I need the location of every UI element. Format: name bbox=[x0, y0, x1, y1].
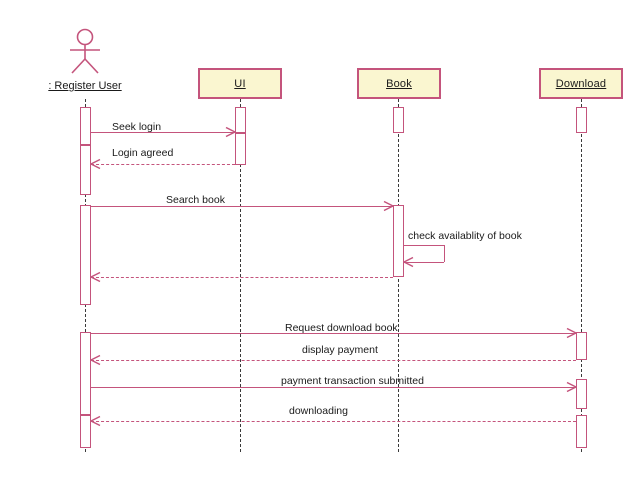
participant-label-download: Download bbox=[555, 77, 607, 90]
activation-bar-download[interactable] bbox=[575, 107, 587, 133]
actor-label: : Register User bbox=[48, 80, 122, 92]
message-line-request-download-book[interactable] bbox=[90, 333, 576, 334]
participant-label-book: Book bbox=[386, 77, 412, 90]
message-line-search-book-return[interactable] bbox=[90, 277, 393, 278]
activation-bar-download[interactable] bbox=[575, 379, 587, 409]
actor-leg-left bbox=[71, 58, 86, 74]
participant-box-book[interactable]: Book bbox=[357, 68, 441, 99]
self-message-side-check-availability bbox=[443, 245, 445, 262]
activation-bar-download[interactable] bbox=[575, 332, 587, 360]
message-label-payment-transaction: payment transaction submitted bbox=[281, 375, 424, 387]
activation-bar-ui[interactable] bbox=[234, 107, 246, 133]
activation-bar-actor[interactable] bbox=[79, 205, 91, 305]
activation-bar-ui[interactable] bbox=[234, 133, 246, 165]
message-label-display-payment: display payment bbox=[302, 344, 378, 356]
message-label-request-download-book: Request download book bbox=[285, 322, 398, 334]
download-lifeline bbox=[581, 99, 582, 452]
self-message-top-check-availability bbox=[403, 245, 444, 246]
message-label-seek-login: Seek login bbox=[112, 121, 162, 133]
activation-bar-book[interactable] bbox=[392, 205, 404, 277]
activation-bar-actor[interactable] bbox=[79, 332, 91, 415]
message-line-login-agreed[interactable] bbox=[90, 164, 235, 165]
message-label-search-book: Search book bbox=[166, 194, 225, 206]
self-message-label-check-availability: check availablity of book bbox=[408, 230, 522, 242]
message-label-login-agreed: Login agreed bbox=[112, 147, 174, 159]
ui-lifeline bbox=[240, 99, 241, 452]
actor-leg-right bbox=[84, 58, 99, 74]
message-label-downloading: downloading bbox=[289, 405, 348, 417]
activation-bar-book[interactable] bbox=[392, 107, 404, 133]
message-line-seek-login[interactable] bbox=[90, 132, 235, 133]
actor-head bbox=[76, 28, 94, 46]
participant-label-ui: UI bbox=[234, 77, 246, 90]
message-line-downloading[interactable] bbox=[90, 421, 576, 422]
participant-box-download[interactable]: Download bbox=[539, 68, 623, 99]
self-message-bottom-check-availability[interactable] bbox=[403, 262, 444, 263]
activation-bar-actor[interactable] bbox=[79, 145, 91, 195]
activation-bar-actor[interactable] bbox=[79, 415, 91, 448]
actor-figure bbox=[63, 28, 107, 74]
activation-bar-actor[interactable] bbox=[79, 107, 91, 145]
message-line-payment-transaction[interactable] bbox=[90, 387, 576, 388]
message-line-display-payment[interactable] bbox=[90, 360, 576, 361]
message-line-search-book[interactable] bbox=[90, 206, 393, 207]
activation-bar-download[interactable] bbox=[575, 415, 587, 448]
participant-box-ui[interactable]: UI bbox=[198, 68, 282, 99]
